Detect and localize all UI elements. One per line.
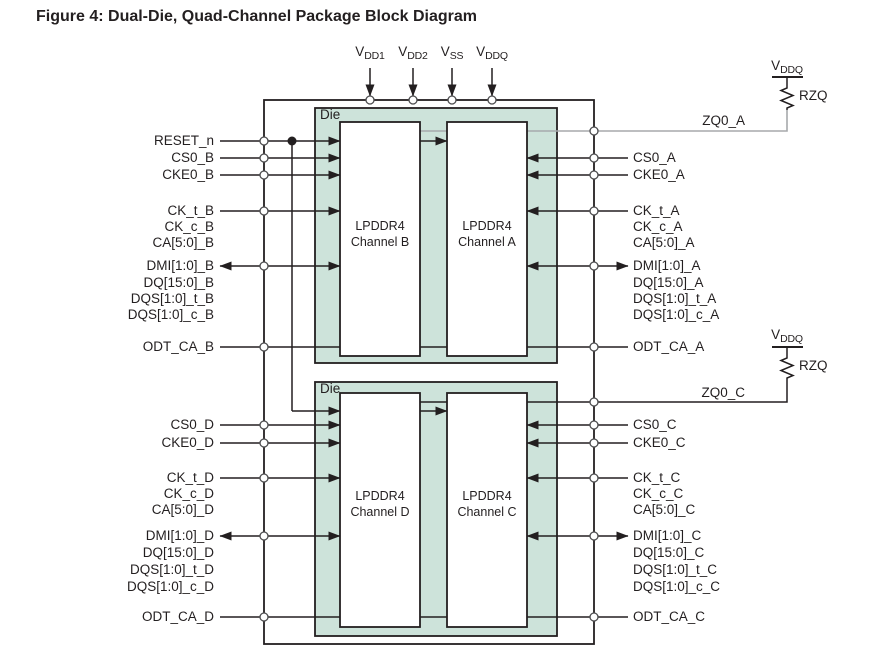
signal-label: CS0_A [633, 150, 676, 165]
zq-net-label: ZQ0_C [701, 385, 745, 400]
signal-label: CA[5:0]_C [633, 502, 696, 517]
signal-label: DQS[1:0]_t_C [633, 562, 718, 577]
signal-label: DMI[1:0]_A [633, 258, 701, 273]
signal-label: ODT_CA_B [142, 339, 214, 354]
resistor-label: RZQ [799, 358, 828, 373]
reset-branch [287, 136, 341, 416]
signal-label: CK_t_B [167, 203, 214, 218]
power-pin-label: VSS [440, 44, 464, 62]
signal-label: ODT_CA_C [633, 609, 706, 624]
signal-label: DQS[1:0]_t_D [129, 562, 214, 577]
signal-lines-right-top [526, 153, 629, 271]
power-pin-label: VDD2 [398, 44, 428, 62]
signal-label: DQ[15:0]_B [143, 275, 214, 290]
signal-label: CKE0_B [162, 167, 214, 182]
signal-label: CA[5:0]_B [152, 235, 214, 250]
pin-circles [259, 95, 599, 622]
die-label: Die [320, 381, 341, 396]
signal-label: DQS[1:0]_c_C [633, 579, 721, 594]
zq-net-label: ZQ0_A [702, 113, 745, 128]
channel-a-block [446, 121, 528, 357]
die-label: Die [320, 107, 341, 122]
signal-label: CA[5:0]_A [633, 235, 695, 250]
vddq-pullup-label: VDDQ [771, 58, 803, 76]
power-pin-label: VDDQ [476, 44, 508, 62]
signal-label: CK_t_D [166, 470, 214, 485]
signal-label: CK_c_D [163, 486, 214, 501]
signal-label: CK_c_C [633, 486, 684, 501]
signal-label: CKE0_D [161, 435, 214, 450]
signal-label: CA[5:0]_D [151, 502, 214, 517]
signal-label: DMI[1:0]_C [633, 528, 702, 543]
signal-label: ODT_CA_D [141, 609, 214, 624]
signal-label: DMI[1:0]_B [146, 258, 214, 273]
signal-label: DQS[1:0]_t_A [633, 291, 717, 306]
signal-label: CS0_D [170, 417, 214, 432]
signal-lines-left-top [219, 136, 341, 271]
signal-label: CS0_B [171, 150, 214, 165]
signal-lines-right-bottom [526, 420, 629, 541]
signal-label: DQS[1:0]_c_B [127, 307, 214, 322]
zq0-c-net [416, 346, 803, 403]
vddq-pullup-label: VDDQ [771, 327, 803, 345]
signal-lines-left-bottom [219, 420, 341, 541]
signal-label: CKE0_A [633, 167, 685, 182]
signal-label: DQS[1:0]_c_D [126, 579, 214, 594]
signal-label: DQS[1:0]_c_A [633, 307, 720, 322]
rzq-resistor-top [779, 77, 795, 110]
signal-label: CK_c_B [164, 219, 214, 234]
inter-channel-arrows [420, 136, 448, 416]
signal-label: RESET_n [153, 133, 214, 148]
rzq-resistor-bottom [779, 347, 795, 380]
signal-label: CS0_C [633, 417, 677, 432]
signal-label: ODT_CA_A [633, 339, 705, 354]
signal-label: DQ[15:0]_A [633, 275, 704, 290]
signal-label: DQS[1:0]_t_B [130, 291, 214, 306]
signal-label: DMI[1:0]_D [145, 528, 214, 543]
signal-label: CKE0_C [633, 435, 686, 450]
signal-label: CK_t_A [633, 203, 680, 218]
power-pin-label: VDD1 [355, 44, 385, 62]
resistor-label: RZQ [799, 88, 828, 103]
zq0-a-net [416, 76, 803, 132]
channel-d-block [339, 392, 421, 628]
power-pin-arrows [365, 68, 497, 97]
figure-title: Figure 4: Dual-Die, Quad-Channel Package… [36, 8, 477, 25]
signal-label: DQ[15:0]_D [142, 545, 214, 560]
signal-label: DQ[15:0]_C [633, 545, 705, 560]
channel-c-block [446, 392, 528, 628]
signal-label: CK_c_A [633, 219, 683, 234]
signal-label: CK_t_C [633, 470, 681, 485]
channel-b-block [339, 121, 421, 357]
